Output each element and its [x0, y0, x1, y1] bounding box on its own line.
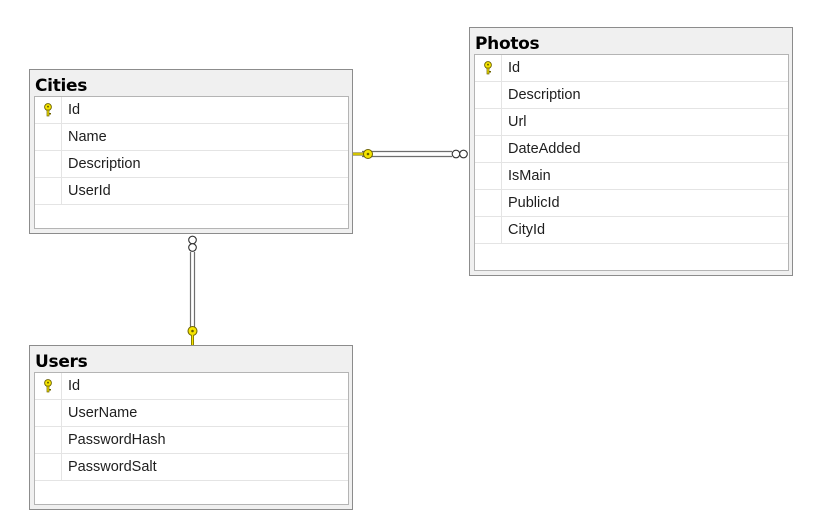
column-row[interactable]: CityId	[475, 217, 788, 244]
relationship-photos-cities	[353, 149, 468, 159]
column-name[interactable]: Id	[508, 60, 521, 76]
one-end-key-icon	[187, 326, 198, 345]
column-name[interactable]: Url	[508, 114, 527, 130]
column-name[interactable]: PublicId	[508, 195, 560, 211]
primary-key-icon	[43, 379, 53, 393]
column-name[interactable]: CityId	[508, 222, 546, 238]
column-name[interactable]: Id	[68, 102, 81, 118]
column-name[interactable]: DateAdded	[508, 141, 581, 157]
key-cell	[35, 178, 62, 204]
table-cities[interactable]: Cities Id Name Description UserId	[29, 69, 353, 234]
key-cell	[475, 82, 502, 108]
key-cell	[475, 136, 502, 162]
empty-column-row[interactable]	[35, 205, 348, 232]
key-cell	[35, 373, 62, 399]
column-name[interactable]: Description	[68, 156, 141, 172]
column-row[interactable]: Id	[35, 373, 348, 400]
empty-column-row[interactable]	[475, 244, 788, 271]
column-row[interactable]: UserName	[35, 400, 348, 427]
key-cell	[475, 217, 502, 243]
column-name[interactable]: Id	[68, 378, 81, 394]
column-name[interactable]: UserName	[68, 405, 138, 421]
column-name[interactable]: UserId	[68, 183, 111, 199]
key-cell	[35, 97, 62, 123]
table-photos[interactable]: Photos Id Description Url DateAdded IsMa…	[469, 27, 793, 276]
column-row[interactable]: PasswordHash	[35, 427, 348, 454]
empty-column-row[interactable]	[35, 481, 348, 508]
key-cell	[475, 190, 502, 216]
key-cell	[475, 163, 502, 189]
column-row[interactable]: Description	[35, 151, 348, 178]
column-name[interactable]: Description	[508, 87, 581, 103]
column-name[interactable]: IsMain	[508, 168, 551, 184]
column-name[interactable]: PasswordSalt	[68, 459, 157, 475]
primary-key-icon	[43, 103, 53, 117]
column-row[interactable]: DateAdded	[475, 136, 788, 163]
column-row[interactable]: UserId	[35, 178, 348, 205]
key-cell	[35, 400, 62, 426]
table-users[interactable]: Users Id UserName PasswordHash PasswordS…	[29, 345, 353, 510]
key-cell	[35, 454, 62, 480]
column-row[interactable]: Id	[475, 55, 788, 82]
many-end-infinity-icon	[188, 235, 197, 252]
column-row[interactable]: Name	[35, 124, 348, 151]
key-cell	[35, 151, 62, 177]
table-title[interactable]: Users	[35, 352, 88, 372]
column-grid: Id Name Description UserId	[34, 96, 349, 229]
column-row[interactable]: Description	[475, 82, 788, 109]
column-row[interactable]: Id	[35, 97, 348, 124]
column-row[interactable]: IsMain	[475, 163, 788, 190]
column-row[interactable]: Url	[475, 109, 788, 136]
primary-key-icon	[483, 61, 493, 75]
column-grid: Id UserName PasswordHash PasswordSalt	[34, 372, 349, 505]
relationship-cities-users	[187, 235, 198, 345]
column-row[interactable]: PublicId	[475, 190, 788, 217]
key-cell	[35, 427, 62, 453]
table-title[interactable]: Photos	[475, 34, 540, 54]
key-cell	[35, 124, 62, 150]
key-cell	[475, 55, 502, 81]
one-end-key-icon	[353, 149, 373, 159]
column-row[interactable]: PasswordSalt	[35, 454, 348, 481]
column-name[interactable]: Name	[68, 129, 107, 145]
column-grid: Id Description Url DateAdded IsMain Publ…	[474, 54, 789, 271]
many-end-infinity-icon	[451, 149, 468, 159]
table-title[interactable]: Cities	[35, 76, 88, 96]
key-cell	[475, 109, 502, 135]
column-name[interactable]: PasswordHash	[68, 432, 166, 448]
